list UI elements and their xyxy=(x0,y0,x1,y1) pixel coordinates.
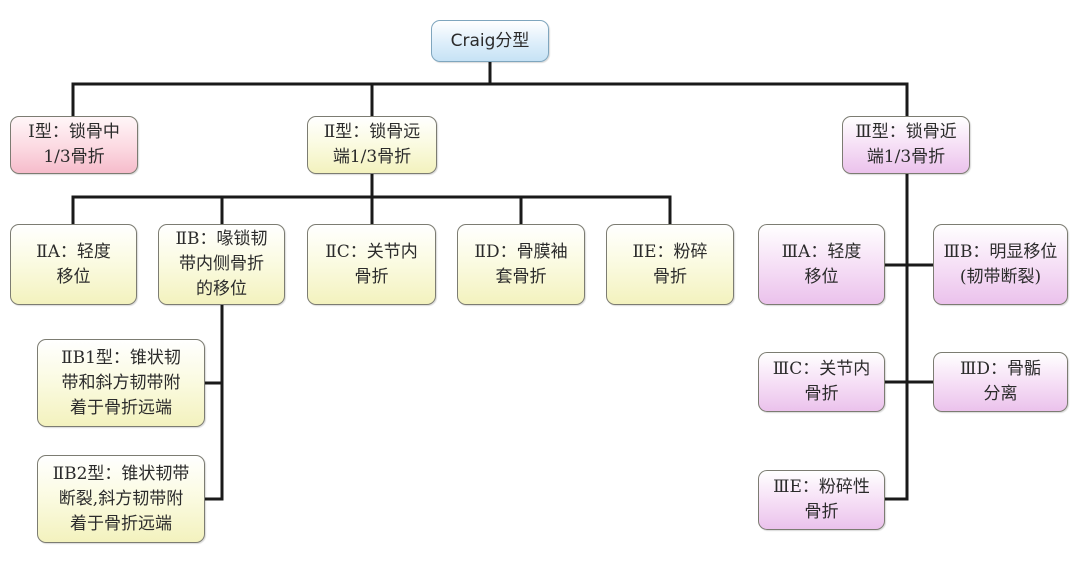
type-3-node: Ⅲ型：锁骨近 端1/3骨折 xyxy=(842,116,970,174)
root-node-craig-classification: Craig分型 xyxy=(431,20,549,62)
type-3b-node: ⅢB：明显移位 (韧带断裂) xyxy=(933,224,1068,305)
type-3a-node: ⅢA：轻度 移位 xyxy=(758,224,885,305)
type-3e-node: ⅢE：粉碎性 骨折 xyxy=(758,470,885,530)
type-2e-node: ⅡE：粉碎 骨折 xyxy=(606,224,734,305)
type-2b2-node: ⅡB2型：锥状韧带 断裂,斜方韧带附 着于骨折远端 xyxy=(37,455,205,543)
type-3d-node: ⅢD：骨骺 分离 xyxy=(933,352,1068,412)
type-2-node: Ⅱ型：锁骨远 端1/3骨折 xyxy=(307,116,437,174)
type-2d-node: ⅡD：骨膜袖 套骨折 xyxy=(457,224,585,305)
type-3c-node: ⅢC：关节内 骨折 xyxy=(758,352,885,412)
type-2b1-node: ⅡB1型：锥状韧 带和斜方韧带附 着于骨折远端 xyxy=(37,339,205,427)
type-2b-node: ⅡB：喙锁韧 带内侧骨折 的移位 xyxy=(158,224,285,305)
type-2a-node: ⅡA：轻度 移位 xyxy=(10,224,137,305)
type-1-node: Ⅰ型：锁骨中 1/3骨折 xyxy=(10,116,138,174)
type-2c-node: ⅡC：关节内 骨折 xyxy=(307,224,436,305)
